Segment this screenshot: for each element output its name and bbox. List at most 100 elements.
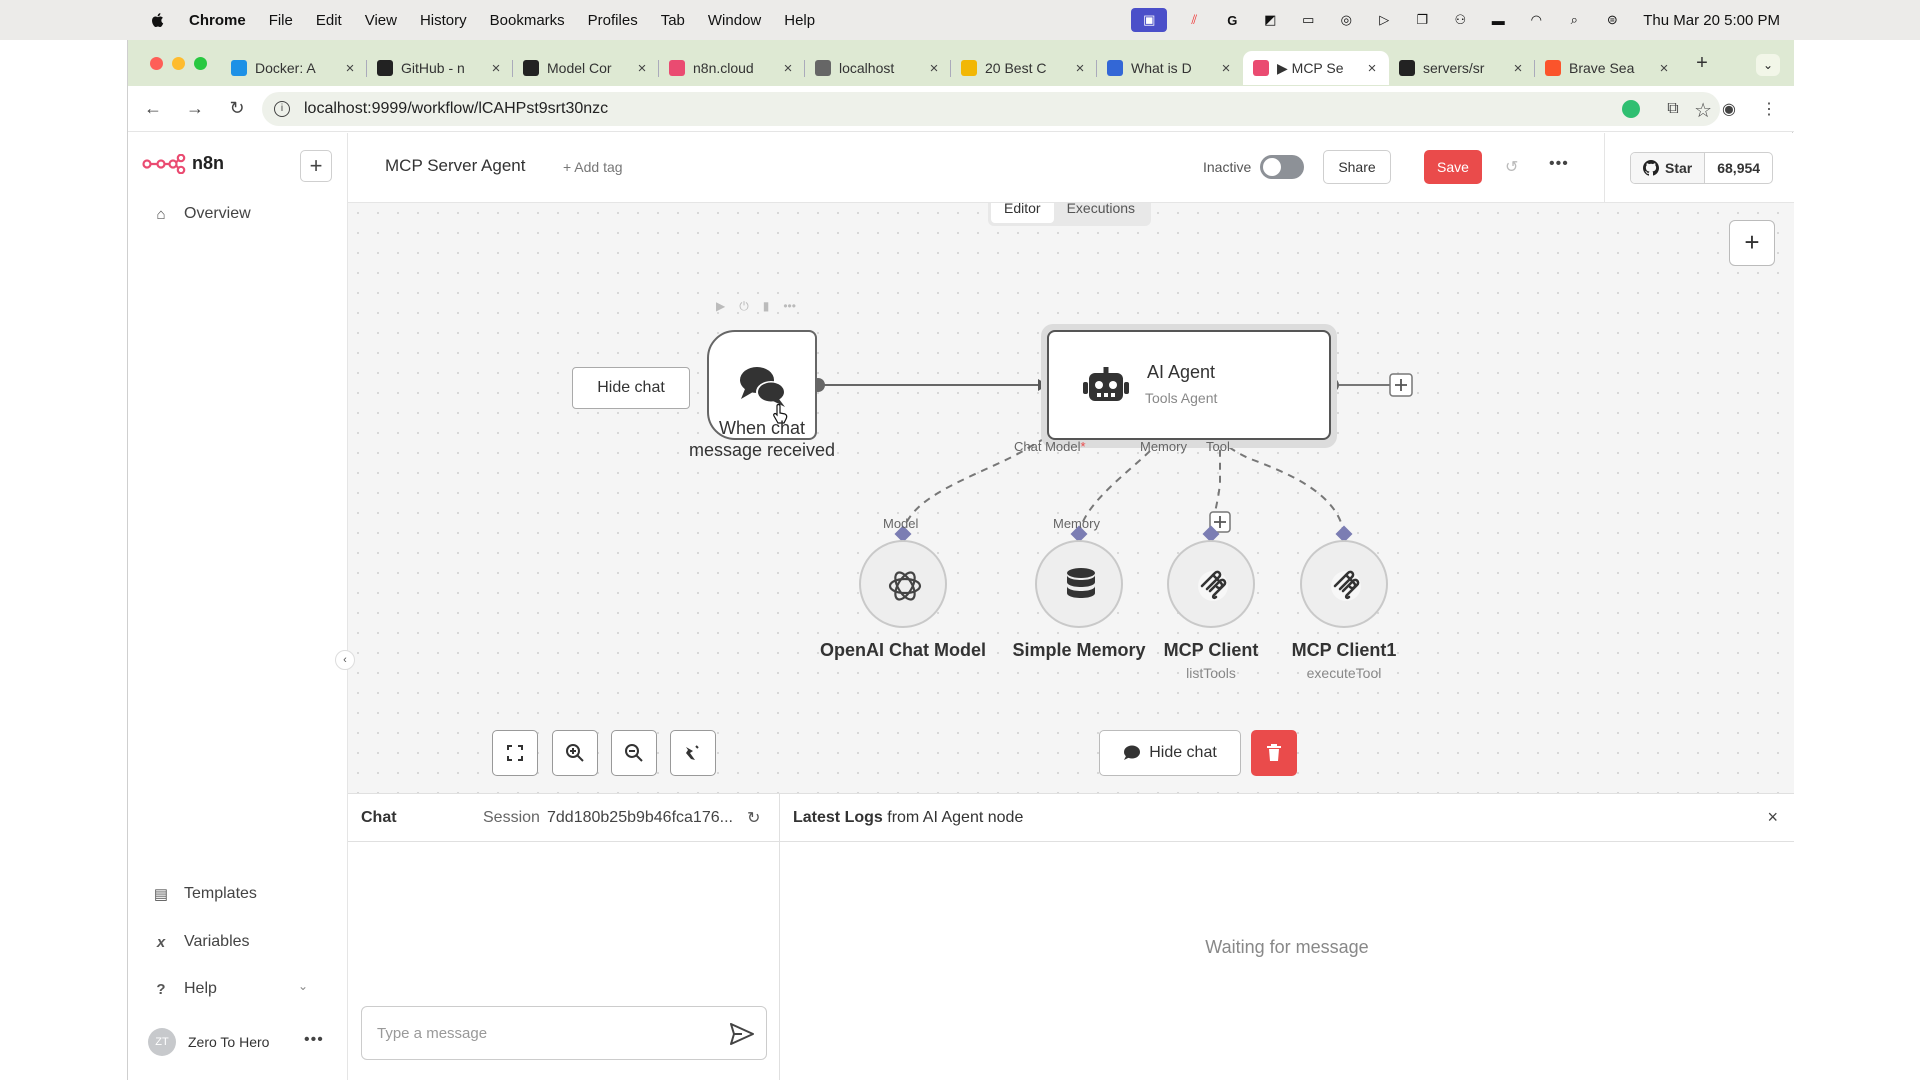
airdrop-icon[interactable]: ◎ — [1340, 12, 1352, 27]
user-profile[interactable]: ZT Zero To Hero — [148, 1028, 269, 1056]
session-id[interactable]: 7dd180b25b9b46fca176... — [547, 809, 733, 826]
mcp-client1-port[interactable] — [1335, 525, 1353, 543]
close-tab-icon[interactable]: × — [491, 59, 501, 77]
window-icon[interactable]: ❐ — [1416, 12, 1429, 27]
workflow-more-icon[interactable]: ••• — [1549, 155, 1569, 172]
close-tab-icon[interactable]: × — [929, 59, 939, 77]
new-tab-button[interactable]: + — [1696, 51, 1708, 74]
app-tray-icon[interactable]: ◩ — [1264, 12, 1277, 27]
browser-tab[interactable]: servers/sr× — [1389, 51, 1535, 85]
close-tab-icon[interactable]: × — [1075, 59, 1085, 77]
close-tab-icon[interactable]: × — [1513, 59, 1523, 77]
menu-chrome[interactable]: Chrome — [189, 11, 246, 29]
maximize-window-icon[interactable] — [194, 56, 207, 70]
memory-subnode-port[interactable] — [1070, 525, 1088, 543]
user-menu-more-icon[interactable]: ••• — [304, 1031, 324, 1048]
workflow-name[interactable]: MCP Server Agent — [385, 156, 526, 175]
ai-agent-node[interactable]: AI Agent Tools Agent — [1047, 330, 1331, 440]
sidebar-item-help[interactable]: ? Help — [152, 980, 217, 998]
minimize-window-icon[interactable] — [172, 56, 185, 70]
sidebar-item-templates[interactable]: ▤ Templates — [152, 885, 257, 903]
sidebar-item-overview[interactable]: ⌂ Overview — [152, 205, 250, 223]
share-button[interactable]: Share — [1323, 150, 1391, 184]
create-workflow-button[interactable]: + — [300, 150, 332, 182]
reload-icon[interactable]: ↻ — [229, 98, 245, 118]
tab-search-chevron-icon[interactable]: ⌄ — [1756, 54, 1780, 76]
mcp-client1-node[interactable] — [1300, 540, 1388, 628]
mcp-client-node[interactable] — [1167, 540, 1255, 628]
deactivate-node-icon[interactable]: ⏻ — [739, 299, 749, 313]
play-icon[interactable]: ▷ — [1379, 12, 1390, 27]
close-tab-icon[interactable]: × — [345, 59, 355, 77]
back-arrow-icon[interactable]: ← — [144, 98, 162, 118]
chat-message-input[interactable]: Type a message — [361, 1006, 767, 1060]
browser-tab[interactable]: n8n.cloud× — [659, 51, 805, 85]
activity-chart-icon[interactable]: ⫽ — [1191, 12, 1198, 27]
add-tag-button[interactable]: + Add tag — [563, 159, 623, 175]
apple-icon[interactable] — [149, 11, 167, 29]
tidy-up-button[interactable] — [670, 730, 716, 776]
extensions-puzzle-icon[interactable]: ⧉ — [1667, 100, 1679, 117]
zoom-to-fit-button[interactable] — [492, 730, 538, 776]
add-node-button[interactable]: + — [1729, 220, 1775, 266]
github-star-button[interactable]: Star 68,954 — [1630, 152, 1774, 184]
openai-chat-model-node[interactable] — [859, 540, 947, 628]
menu-bookmarks[interactable]: Bookmarks — [489, 11, 565, 29]
simple-memory-node[interactable] — [1035, 540, 1123, 628]
reset-session-icon[interactable]: ↻ — [747, 810, 761, 827]
close-panel-icon[interactable]: × — [1767, 807, 1778, 827]
menubar-clock[interactable]: Thu Mar 20 5:00 PM — [1643, 11, 1780, 29]
save-button[interactable]: Save — [1424, 150, 1482, 184]
close-tab-icon[interactable]: × — [1659, 59, 1669, 77]
menu-tab[interactable]: Tab — [660, 11, 685, 29]
wifi-icon[interactable]: ◠ — [1530, 12, 1542, 27]
screen-share-icon[interactable]: ▣ — [1131, 8, 1168, 32]
zoom-out-button[interactable] — [611, 730, 657, 776]
hide-chat-toggle-button[interactable]: Hide chat — [1099, 730, 1241, 776]
sidebar-item-variables[interactable]: x Variables — [152, 933, 250, 951]
send-icon[interactable] — [730, 1023, 754, 1045]
collapse-sidebar-chevron-icon[interactable]: ‹ — [335, 650, 355, 670]
tab-editor[interactable]: Editor — [991, 203, 1054, 223]
close-tab-icon[interactable]: × — [1367, 59, 1377, 77]
browser-tab[interactable]: 20 Best C× — [951, 51, 1097, 85]
close-tab-icon[interactable]: × — [783, 59, 793, 77]
menu-history[interactable]: History — [419, 11, 467, 29]
zoom-in-button[interactable] — [552, 730, 598, 776]
chevron-down-icon[interactable]: ⌄ — [298, 979, 309, 993]
tab-executions[interactable]: Executions — [1066, 203, 1136, 216]
clear-execution-button[interactable] — [1251, 730, 1297, 776]
menu-window[interactable]: Window — [707, 11, 762, 29]
site-info-icon[interactable]: i — [274, 101, 290, 117]
browser-tab[interactable]: GitHub - n× — [367, 51, 513, 85]
browser-tab[interactable]: Brave Sea× — [1535, 51, 1681, 85]
bookmark-star-icon[interactable]: ☆ — [1694, 100, 1712, 122]
browser-tab-active[interactable]: ▶ MCP Se× — [1243, 51, 1389, 85]
profile-icon[interactable]: ◉ — [1722, 101, 1736, 118]
menu-help[interactable]: Help — [784, 11, 816, 29]
browser-tab[interactable]: Docker: A× — [221, 51, 367, 85]
spotlight-search-icon[interactable]: ⌕ — [1570, 12, 1578, 27]
menu-file[interactable]: File — [268, 11, 293, 29]
control-center-icon[interactable]: ⊜ — [1606, 12, 1618, 27]
chat-trigger-node[interactable] — [707, 330, 817, 440]
menu-view[interactable]: View — [364, 11, 397, 29]
execute-node-icon[interactable]: ▶ — [716, 299, 726, 313]
close-tab-icon[interactable]: × — [637, 59, 647, 77]
hide-chat-button[interactable]: Hide chat — [572, 367, 690, 409]
battery-icon[interactable]: ▬ — [1491, 12, 1505, 28]
n8n-logo[interactable]: n8n — [142, 153, 224, 174]
control-icon[interactable]: ⚇ — [1454, 12, 1467, 27]
close-tab-icon[interactable]: × — [1221, 59, 1231, 77]
node-more-icon[interactable]: ••• — [783, 299, 796, 313]
workflow-canvas[interactable]: Editor Executions + ▶ ⏻ ▮ ••• Hide chat — [348, 203, 1794, 793]
mcp-client-port[interactable] — [1202, 525, 1220, 543]
browser-tab[interactable]: What is D× — [1097, 51, 1243, 85]
display-icon[interactable]: ▭ — [1302, 12, 1315, 27]
delete-node-icon[interactable]: ▮ — [762, 299, 770, 313]
history-icon[interactable]: ↺ — [1505, 159, 1519, 176]
model-subnode-port[interactable] — [894, 525, 912, 543]
grammarly-icon[interactable]: G — [1227, 12, 1238, 28]
url-text[interactable]: localhost:9999/workflow/lCAHPst9srt30nzc — [304, 100, 609, 117]
close-window-icon[interactable] — [150, 56, 163, 70]
